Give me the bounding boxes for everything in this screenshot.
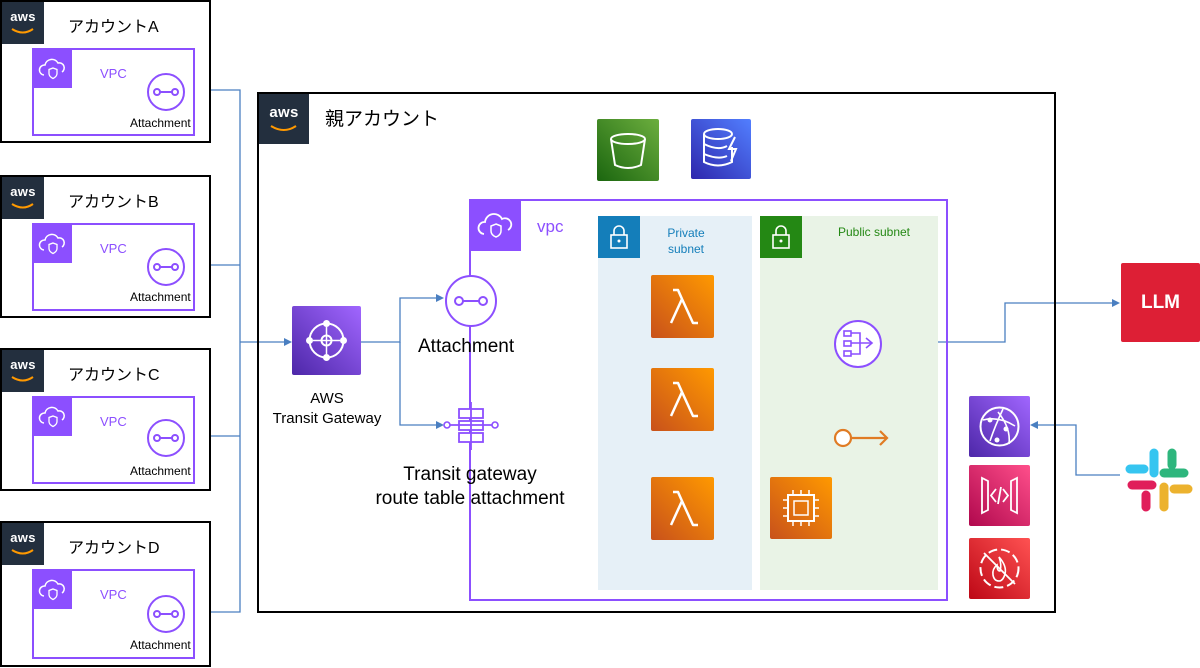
lambda-icon [651,477,714,540]
account-c-attachment-label: Attachment [130,464,191,478]
waf-icon [969,538,1030,599]
api-gateway-icon [969,465,1030,526]
aws-logo-icon: aws [2,350,44,392]
account-b-title: アカウントB [68,194,159,211]
account-b-vpc: VPC [32,223,195,311]
parent-account-title: 親アカウント [325,109,440,130]
vpc-cloud-icon [34,50,72,88]
transit-gateway-icon [292,306,361,375]
aws-logo-icon: aws [2,2,44,44]
nat-gateway-icon [834,320,882,368]
account-c-vpc-label: VPC [100,414,127,429]
internet-gateway-icon [833,428,889,448]
account-d-vpc: VPC [32,569,195,659]
attachment-icon [445,275,497,327]
account-b-attachment-label: Attachment [130,290,191,304]
vpc-cloud-icon [34,398,72,436]
lambda-icon [651,275,714,338]
account-d-vpc-label: VPC [100,587,127,602]
account-b-vpc-label: VPC [100,241,127,256]
attachment-icon [147,73,185,111]
public-subnet-label: Public subnet [837,225,911,239]
slack-logo-icon [1125,448,1193,512]
lock-icon [760,216,802,258]
attachment-icon [147,419,185,457]
account-b-box: aws アカウントB VPC Attachment [0,175,211,318]
aws-logo-icon: aws [2,523,44,565]
account-d-title: アカウントD [68,540,160,557]
attachment-icon [147,248,185,286]
vpc-cloud-icon [34,225,72,263]
aws-logo-icon: aws [2,177,44,219]
account-d-box: aws アカウントD VPC Attachment [0,521,211,667]
ec2-instance-icon [770,477,832,539]
dynamodb-icon [691,119,751,179]
parent-account-box: aws 親アカウント [257,92,1056,613]
vpc-cloud-icon [34,571,72,609]
s3-bucket-icon [597,119,659,181]
account-a-title: アカウントA [68,19,159,36]
lock-icon [598,216,640,258]
account-a-box: aws アカウントA VPC Attachment [0,0,211,143]
parent-attachment-label: Attachment [418,336,515,357]
account-c-title: アカウントC [68,367,160,384]
route-table-attachment-icon [443,402,499,450]
account-a-attachment-label: Attachment [130,116,191,130]
account-d-attachment-label: Attachment [130,638,191,652]
transit-gateway-label: AWS Transit Gateway [272,390,382,427]
account-c-vpc: VPC [32,396,195,484]
parent-vpc-label: vpc [537,217,564,236]
account-a-vpc: VPC [32,48,195,136]
cloudfront-icon [969,396,1030,457]
private-subnet-label: Private subnet [667,226,705,256]
attachment-icon [147,595,185,633]
account-a-vpc-label: VPC [100,66,127,81]
lambda-icon [651,368,714,431]
aws-logo-icon: aws [259,94,309,144]
parent-vpc-box: vpc [469,199,948,601]
route-table-attachment-label: Transit gateway route table attachment [375,464,565,509]
account-c-box: aws アカウントC VPC Attachment [0,348,211,491]
vpc-cloud-icon [471,201,521,251]
llm-box: LLM [1121,263,1200,342]
